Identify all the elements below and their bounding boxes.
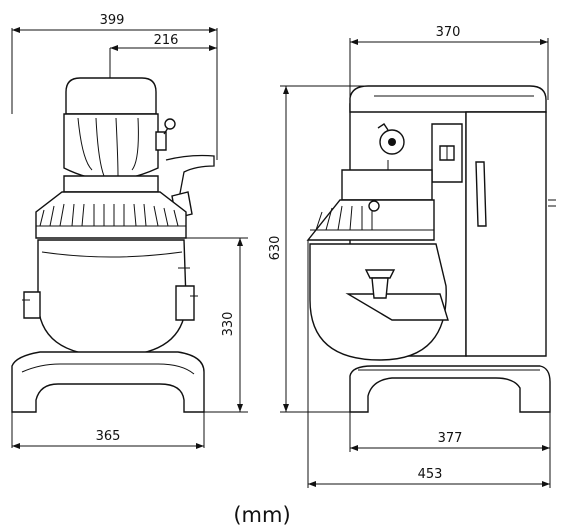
- front-bowl-height-label: 330: [221, 312, 236, 337]
- side-head-depth-label: 370: [436, 25, 461, 40]
- side-overall-depth-label: 453: [418, 467, 443, 482]
- side-overall-height-label: 630: [268, 236, 283, 261]
- front-overall-width-label: 399: [100, 13, 125, 28]
- front-base-width-label: 365: [96, 429, 121, 444]
- unit-label: (mm): [233, 503, 290, 527]
- side-view: [306, 85, 556, 413]
- side-base-depth-label: 377: [438, 431, 463, 446]
- side-dimension-lines: [280, 38, 551, 488]
- front-arm-offset-label: 216: [154, 33, 179, 48]
- front-view: [11, 77, 215, 413]
- front-dimension-lines: [11, 27, 248, 449]
